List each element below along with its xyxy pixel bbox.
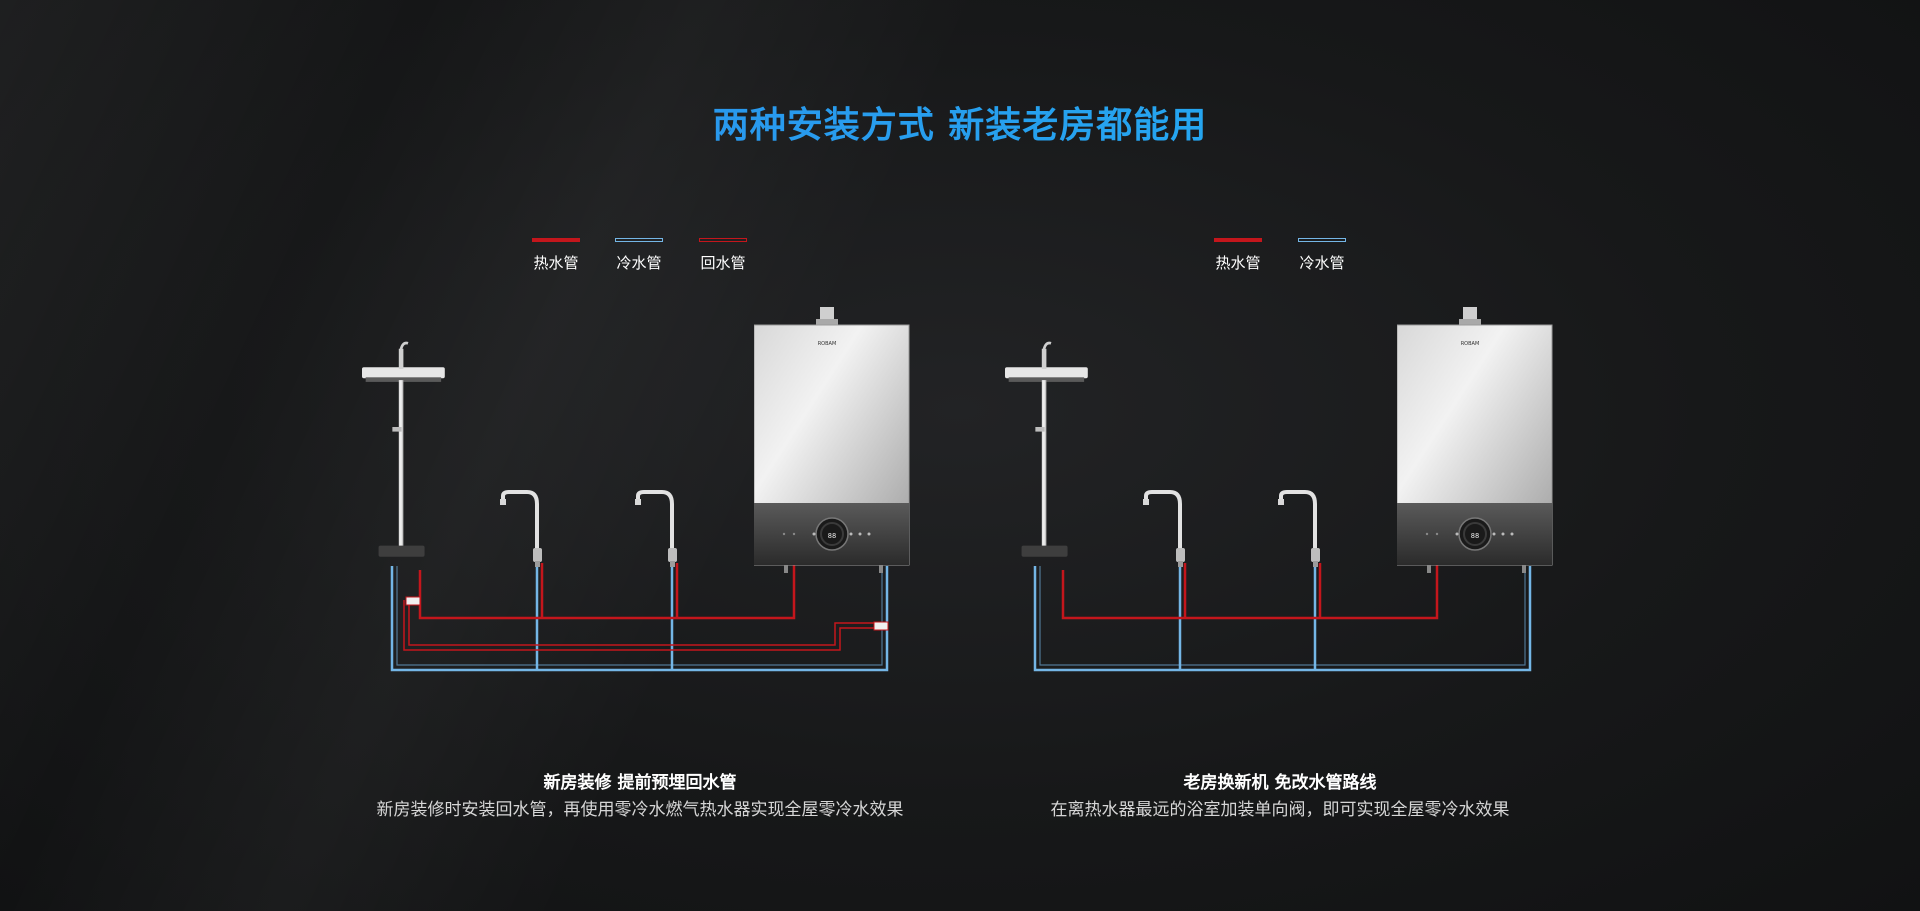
legend-label: 热水管 — [533, 254, 579, 272]
heater-brand: ROBAM — [1461, 341, 1480, 347]
hot-pipe — [1061, 564, 1439, 620]
legend-label: 热水管 — [1215, 254, 1261, 272]
return-pipe — [403, 600, 876, 651]
cold-pipe — [396, 566, 883, 666]
legend-cold-pipe: 冷水管 — [615, 238, 663, 273]
faucet-icon — [1276, 490, 1322, 569]
legend-swatch-hot — [1214, 238, 1262, 242]
shower-icon — [362, 341, 447, 559]
legend-swatch-return — [699, 238, 747, 242]
right-pipes — [1033, 563, 1532, 672]
shower-icon — [1005, 341, 1090, 559]
legend-hot-pipe: 热水管 — [532, 238, 580, 273]
caption-text: 新房装修时安装回水管，再使用零冷水燃气热水器实现全屋零冷水效果 — [376, 800, 904, 820]
caption-left: 新房装修 提前预埋回水管 新房装修时安装回水管，再使用零冷水燃气热水器实现全屋零… — [340, 772, 940, 822]
check-valve-icon — [873, 621, 889, 631]
return-pipe — [408, 602, 876, 646]
page-title: 两种安装方式 新装老房都能用 — [0, 96, 1920, 148]
faucet-icon — [633, 490, 679, 569]
faucet-icon — [1141, 490, 1187, 569]
legend-swatch-hot — [532, 238, 580, 242]
heater-brand: ROBAM — [818, 341, 837, 347]
cold-pipe — [1033, 566, 1532, 672]
legend-label: 冷水管 — [616, 254, 662, 272]
cold-pipe — [1039, 566, 1526, 666]
caption-right: 老房换新机 免改水管路线 在离热水器最远的浴室加装单向阀，即可实现全屋零冷水效果 — [980, 772, 1580, 822]
heater-display: 88 — [1471, 532, 1479, 540]
heater-display: 88 — [828, 532, 836, 540]
legend-hot-pipe: 热水管 — [1214, 238, 1262, 273]
legend-label: 回水管 — [700, 254, 746, 272]
legend-label: 冷水管 — [1299, 254, 1345, 272]
faucet-icon — [498, 490, 544, 569]
cold-pipe — [390, 566, 889, 672]
hot-pipe — [418, 564, 796, 620]
legend-swatch-cold — [615, 238, 663, 242]
left-pipes — [390, 563, 889, 672]
caption-title: 新房装修 提前预埋回水管 — [543, 773, 737, 793]
legend-swatch-cold — [1298, 238, 1346, 242]
legend-cold-pipe: 冷水管 — [1298, 238, 1346, 273]
caption-title: 老房换新机 免改水管路线 — [1183, 773, 1377, 793]
caption-text: 在离热水器最远的浴室加装单向阀，即可实现全屋零冷水效果 — [1050, 800, 1510, 820]
legend-return-pipe: 回水管 — [699, 238, 747, 273]
check-valve-icon — [405, 596, 421, 606]
